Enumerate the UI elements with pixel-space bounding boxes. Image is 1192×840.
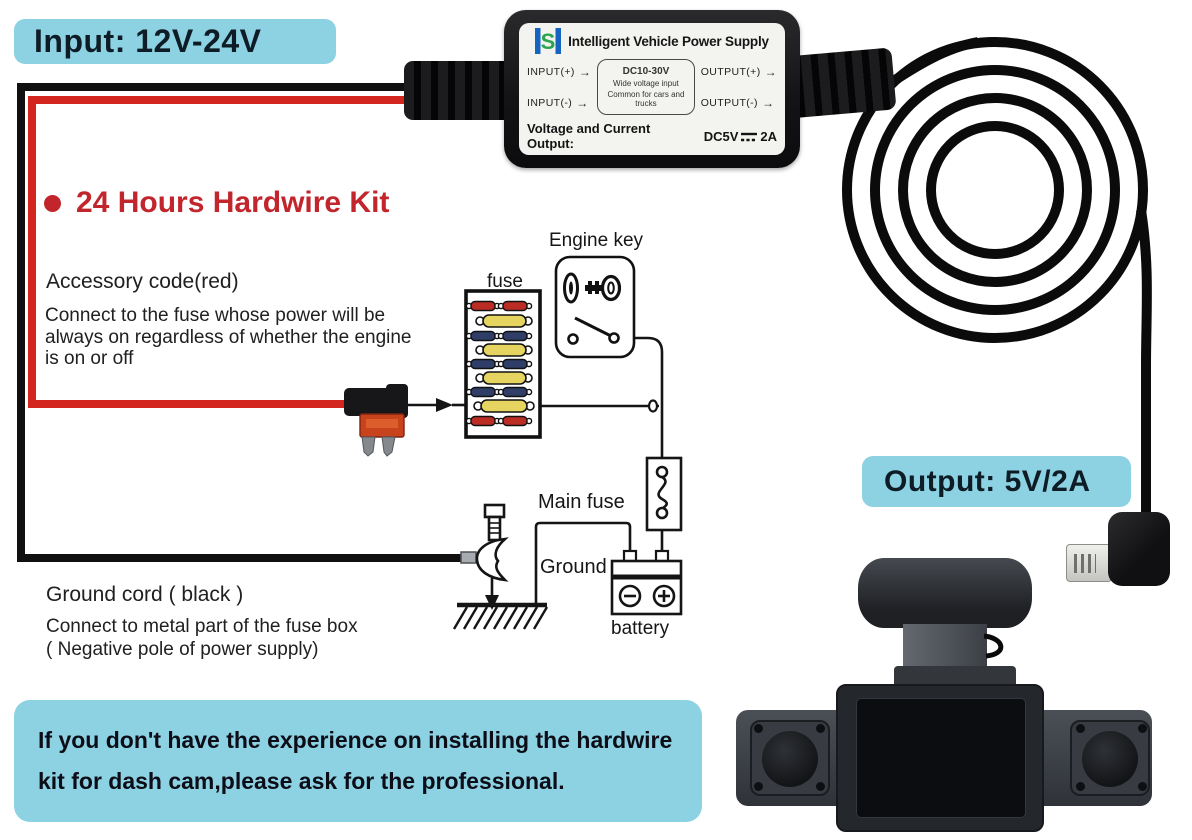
kit-title-heading: 24 Hours Hardwire Kit bbox=[44, 186, 389, 220]
ground-label: Ground bbox=[540, 556, 607, 578]
ground-terminal bbox=[460, 503, 509, 610]
ground-symbol bbox=[452, 602, 549, 630]
output-voltage: DC5V bbox=[703, 128, 739, 144]
ground-cord-heading: Ground cord ( black ) bbox=[46, 583, 244, 606]
device-title: Intelligent Vehicle Power Supply bbox=[568, 33, 769, 49]
dashcam-screen bbox=[856, 698, 1026, 818]
coiled-cable bbox=[842, 37, 1152, 520]
usb-connector-body bbox=[1108, 512, 1170, 586]
screw-icon bbox=[1138, 724, 1147, 733]
input-plus-label: INPUT(+) bbox=[527, 65, 575, 78]
arrow-icon: → bbox=[576, 95, 589, 110]
input-voltage-badge: Input: 12V-24V bbox=[14, 19, 336, 64]
spec-common-use: Common for cars and trucks bbox=[607, 90, 685, 108]
cable-strain-relief-right bbox=[783, 47, 897, 119]
screw-icon bbox=[1138, 782, 1147, 791]
dashcam-right-lens bbox=[1082, 731, 1138, 787]
engine-key-label: Engine key bbox=[549, 230, 644, 251]
dashcam-left-lens bbox=[762, 731, 818, 787]
screw-icon bbox=[754, 782, 763, 791]
dc-symbol-icon bbox=[741, 132, 758, 141]
main-fuse-symbol bbox=[645, 456, 683, 532]
installation-notice: If you don't have the experience on inst… bbox=[14, 700, 702, 822]
voltage-spec-box: DC10-30V Wide voltage input Common for c… bbox=[596, 59, 695, 115]
svg-text:S: S bbox=[541, 29, 556, 54]
arrow-icon: → bbox=[764, 64, 777, 79]
fuse-tap bbox=[344, 384, 408, 457]
kit-title-text: 24 Hours Hardwire Kit bbox=[76, 186, 390, 219]
dashcam-bracket bbox=[903, 624, 987, 674]
accessory-cord-description: Connect to the fuse whose power will be … bbox=[45, 305, 412, 369]
battery-symbol bbox=[610, 549, 683, 616]
input-badge-label: Input: 12V-24V bbox=[34, 23, 262, 59]
output-badge-label: Output: 5V/2A bbox=[884, 464, 1091, 498]
dashcam-cable-loop bbox=[983, 633, 1004, 659]
output-caption: Voltage and Current Output: bbox=[527, 121, 651, 151]
screw-icon bbox=[1076, 782, 1085, 791]
screw-icon bbox=[754, 724, 763, 733]
arrow-icon: → bbox=[761, 95, 775, 110]
output-minus-label: OUTPUT(-) bbox=[700, 96, 758, 109]
device-input-column: INPUT(+)→ INPUT(-)→ bbox=[527, 65, 591, 110]
usb-contacts bbox=[1074, 554, 1096, 573]
main-fuse-label: Main fuse bbox=[538, 491, 625, 513]
cable-strain-relief-left bbox=[404, 61, 522, 120]
screw-icon bbox=[1076, 724, 1085, 733]
usb-plug bbox=[1066, 544, 1112, 582]
spec-wide-voltage: Wide voltage input bbox=[613, 79, 679, 88]
device-output-rating: Voltage and Current Output: DC5V 2A bbox=[527, 121, 777, 151]
engine-key-switch bbox=[554, 255, 636, 359]
power-supply-label: S Intelligent Vehicle Power Supply INPUT… bbox=[519, 23, 785, 155]
screw-icon bbox=[816, 724, 825, 733]
device-output-column: OUTPUT(+)→ OUTPUT(-)→ bbox=[701, 65, 777, 110]
screw-icon bbox=[816, 782, 825, 791]
arrow-icon: → bbox=[578, 64, 592, 79]
power-supply-device: S Intelligent Vehicle Power Supply INPUT… bbox=[504, 10, 800, 168]
dashcam-mount bbox=[858, 558, 1032, 628]
ground-cord-description: Connect to metal part of the fuse box ( … bbox=[46, 616, 358, 661]
brand-logo-icon: S bbox=[535, 28, 562, 54]
accessory-cord-heading: Accessory code(red) bbox=[46, 270, 239, 293]
output-voltage-badge: Output: 5V/2A bbox=[862, 456, 1131, 507]
ground-desc-line1: Connect to metal part of the fuse box bbox=[46, 616, 358, 637]
fuse-box bbox=[464, 289, 542, 439]
ground-desc-line2: ( Negative pole of power supply) bbox=[46, 638, 319, 660]
output-current: 2A bbox=[760, 128, 777, 144]
output-plus-label: OUTPUT(+) bbox=[700, 65, 761, 78]
power-wires bbox=[17, 83, 462, 562]
spec-voltage-range: DC10-30V bbox=[622, 66, 670, 77]
bullet-icon bbox=[44, 194, 61, 212]
input-minus-label: INPUT(-) bbox=[527, 96, 573, 109]
installation-notice-text: If you don't have the experience on inst… bbox=[38, 727, 673, 794]
battery-label: battery bbox=[611, 618, 670, 639]
fuse-label: fuse bbox=[487, 271, 523, 292]
